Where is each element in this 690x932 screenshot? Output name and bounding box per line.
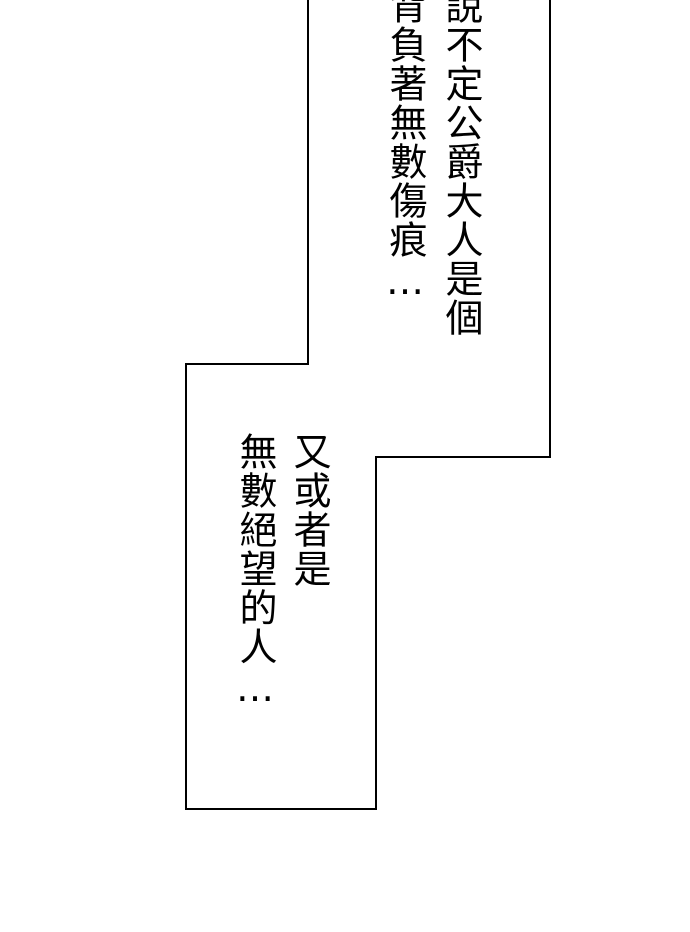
caption-bottom-line-2: 無數絕望的人… — [233, 432, 277, 711]
caption-top-line-2: 背負著無數傷痕… — [383, 0, 427, 304]
caption-top-line-1: 說不定公爵大人是個 — [439, 0, 483, 337]
caption-bottom-line-1: 又或者是 — [287, 432, 331, 588]
caption-box-border — [185, 0, 551, 810]
